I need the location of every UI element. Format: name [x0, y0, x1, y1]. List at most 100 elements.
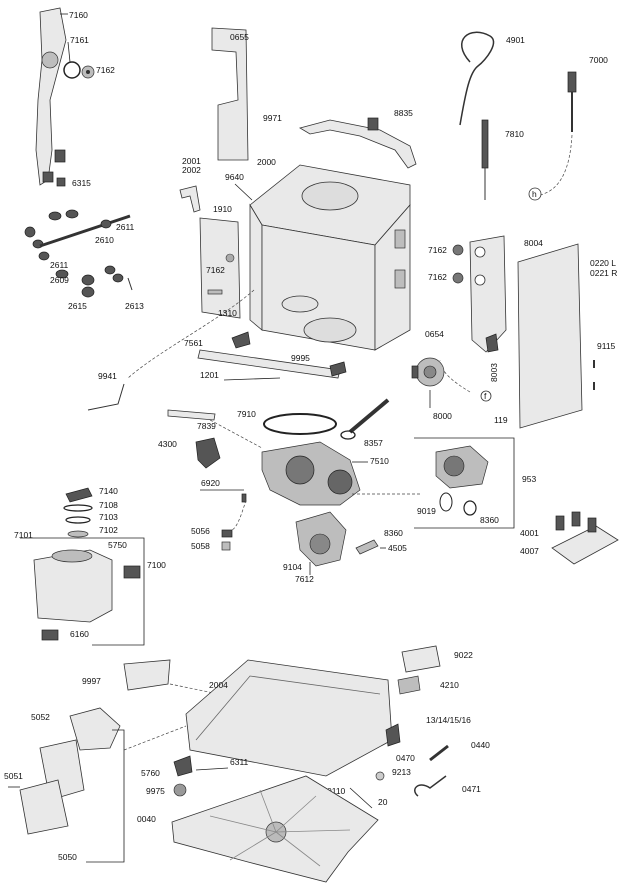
label-9971: 9971 [263, 113, 282, 123]
label-7839: 7839 [197, 421, 216, 431]
label-2609: 2609 [50, 275, 69, 285]
heater-4300 [195, 437, 221, 469]
rod-7810 [481, 119, 489, 169]
label-5052: 5052 [31, 712, 50, 722]
label-7100: 7100 [147, 560, 166, 570]
base-frame-2004 [185, 659, 393, 777]
label-0220: 0220 L [590, 258, 616, 268]
drain-pump-7612 [295, 511, 347, 567]
label-h: h [532, 189, 537, 199]
hinge-arm-assembly [35, 7, 95, 187]
label-7162-b: 7162 [206, 265, 225, 275]
label-0471: 0471 [462, 784, 481, 794]
label-4210: 4210 [440, 680, 459, 690]
label-7162-a: 7162 [96, 65, 115, 75]
bracket-2001 [179, 185, 201, 213]
label-7810: 7810 [505, 129, 524, 139]
label-7161: 7161 [70, 35, 89, 45]
label-7108: 7108 [99, 500, 118, 510]
label-1910: 1910 [213, 204, 232, 214]
label-4901: 4901 [506, 35, 525, 45]
label-4300: 4300 [158, 439, 177, 449]
module-5052 [69, 707, 121, 751]
label-8000: 8000 [433, 411, 452, 421]
module-5050 [19, 779, 69, 835]
label-4505: 4505 [388, 543, 407, 553]
label-5058: 5058 [191, 541, 210, 551]
label-0040: 0040 [137, 814, 156, 824]
label-5056: 5056 [191, 526, 210, 536]
label-2000: 2000 [257, 157, 276, 167]
label-2613: 2613 [125, 301, 144, 311]
label-f: f [484, 391, 487, 401]
label-20: 20 [378, 797, 388, 807]
label-9975: 9975 [146, 786, 165, 796]
label-5050: 5050 [58, 852, 77, 862]
label-5760: 5760 [141, 768, 160, 778]
label-7102: 7102 [99, 525, 118, 535]
label-2611-a: 2611 [116, 222, 135, 232]
label-1201: 1201 [200, 370, 219, 380]
label-7612: 7612 [295, 574, 314, 584]
label-7910: 7910 [237, 409, 256, 419]
insulation-panel [211, 27, 249, 161]
label-13-14-15-16: 13/14/15/16 [426, 715, 471, 725]
label-0470: 0470 [396, 753, 415, 763]
base-pan-0040 [171, 775, 379, 883]
label-2611-b: 2611 [50, 260, 69, 270]
pump-8000 [411, 357, 445, 387]
label-9941: 9941 [98, 371, 117, 381]
label-2610: 2610 [95, 235, 114, 245]
label-2001: 2001 [182, 156, 201, 166]
label-7162-d: 7162 [428, 272, 447, 282]
label-7160: 7160 [69, 10, 88, 20]
label-7561: 7561 [184, 338, 203, 348]
label-8835: 8835 [394, 108, 413, 118]
label-5051: 5051 [4, 771, 23, 781]
label-9213: 9213 [392, 767, 411, 777]
label-1310: 1310 [218, 308, 237, 318]
label-7103: 7103 [99, 512, 118, 522]
rail-hardware [24, 209, 133, 298]
label-0654: 0654 [425, 329, 444, 339]
label-6311: 6311 [230, 757, 249, 767]
label-0110: 0110 [327, 786, 346, 796]
label-8360-a: 8360 [480, 515, 499, 525]
base-strip-1201 [197, 349, 341, 379]
label-0655: 0655 [230, 32, 249, 42]
label-0221: 0221 R [590, 268, 617, 278]
label-9995: 9995 [291, 353, 310, 363]
label-7140: 7140 [99, 486, 118, 496]
ring-7910 [263, 413, 337, 435]
label-4007: 4007 [520, 546, 539, 556]
label-8360-b: 8360 [384, 528, 403, 538]
pump-953 [435, 445, 489, 489]
label-953: 953 [522, 474, 536, 484]
label-7510: 7510 [370, 456, 389, 466]
label-9997: 9997 [82, 676, 101, 686]
label-119: 119 [494, 415, 508, 425]
label-6160: 6160 [70, 629, 89, 639]
label-8003: 8003 [489, 363, 499, 382]
label-4001: 4001 [520, 528, 539, 538]
label-0440: 0440 [471, 740, 490, 750]
tray-4007 [551, 511, 619, 565]
bracket-9997 [123, 659, 171, 691]
label-9115: 9115 [597, 341, 616, 351]
label-2004: 2004 [209, 680, 228, 690]
tub-2000 [249, 164, 411, 351]
side-panel-0220 [517, 243, 583, 429]
label-6315: 6315 [72, 178, 91, 188]
label-2002: 2002 [182, 165, 201, 175]
sump-assembly-7510 [261, 441, 361, 506]
sensor-7000 [567, 71, 577, 132]
hose-8357 [348, 398, 390, 434]
label-7101: 7101 [14, 530, 33, 540]
label-8357: 8357 [364, 438, 383, 448]
label-9640: 9640 [225, 172, 244, 182]
label-9022: 9022 [454, 650, 473, 660]
label-2615: 2615 [68, 301, 87, 311]
label-7000: 7000 [589, 55, 608, 65]
label-9104: 9104 [283, 562, 302, 572]
